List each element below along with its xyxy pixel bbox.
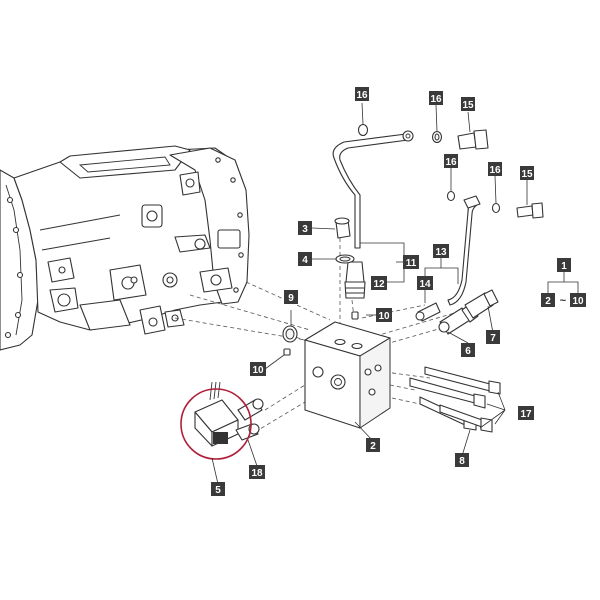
legend-range-end: 10: [570, 293, 586, 307]
svg-text:18: 18: [251, 468, 263, 479]
callout-16-mid: 16: [444, 154, 458, 168]
fittings-right: [415, 289, 499, 335]
callout-13: 13: [433, 244, 449, 258]
callout-11: 11: [403, 255, 419, 269]
callout-3: 3: [298, 221, 312, 235]
callout-16-top-left: 16: [355, 87, 369, 101]
svg-text:16: 16: [356, 90, 368, 101]
svg-text:12: 12: [373, 279, 385, 290]
callout-10-right: 10: [376, 308, 392, 322]
svg-text:4: 4: [302, 255, 308, 266]
callout-2: 2: [366, 438, 380, 452]
svg-text:17: 17: [520, 409, 532, 420]
callout-8: 8: [455, 453, 469, 467]
callout-14: 14: [417, 276, 433, 290]
leader-lines: [211, 102, 579, 485]
svg-text:2: 2: [370, 441, 376, 452]
svg-text:7: 7: [490, 333, 496, 344]
valve-block: [304, 321, 391, 429]
svg-text:10: 10: [378, 311, 390, 322]
legend-range-separator: ~: [560, 295, 567, 307]
legend-group-label: 1: [557, 258, 571, 272]
callout-17: 17: [518, 406, 534, 420]
callout-16-top: 16: [429, 91, 443, 105]
legend-range-start: 2: [541, 293, 555, 307]
callout-15-top: 15: [461, 97, 475, 111]
callout-10-left: 10: [250, 362, 266, 376]
callout-5: 5: [211, 482, 225, 496]
legend-group: 1 2 ~ 10: [541, 258, 586, 307]
svg-text:3: 3: [302, 224, 308, 235]
top-hardware: [282, 123, 544, 356]
svg-text:5: 5: [215, 485, 221, 496]
svg-text:13: 13: [435, 247, 447, 258]
svg-text:14: 14: [419, 279, 431, 290]
callout-9: 9: [284, 290, 298, 304]
long-bolts: [409, 366, 501, 433]
svg-text:16: 16: [445, 157, 457, 168]
svg-text:16: 16: [430, 94, 442, 105]
svg-text:10: 10: [252, 365, 264, 376]
callout-7: 7: [486, 330, 500, 344]
callout-18: 18: [249, 465, 265, 479]
svg-text:15: 15: [462, 100, 474, 111]
svg-text:8: 8: [459, 456, 465, 467]
transmission-housing: [0, 145, 250, 351]
svg-text:16: 16: [489, 165, 501, 176]
solenoid-valve: [194, 381, 264, 447]
highlight-circle: [180, 388, 252, 460]
pipe-right: [447, 195, 481, 306]
svg-text:2: 2: [545, 296, 551, 307]
callout-12: 12: [371, 276, 387, 290]
svg-text:15: 15: [521, 169, 533, 180]
svg-text:9: 9: [288, 293, 294, 304]
svg-text:1: 1: [561, 261, 567, 272]
callout-4: 4: [298, 252, 312, 266]
callout-16-right: 16: [488, 162, 502, 176]
svg-text:10: 10: [572, 296, 584, 307]
callout-6: 6: [461, 343, 475, 357]
pipe-left: [332, 130, 414, 299]
svg-text:11: 11: [406, 258, 417, 269]
svg-text:6: 6: [465, 346, 471, 357]
callout-15-right: 15: [520, 166, 534, 180]
